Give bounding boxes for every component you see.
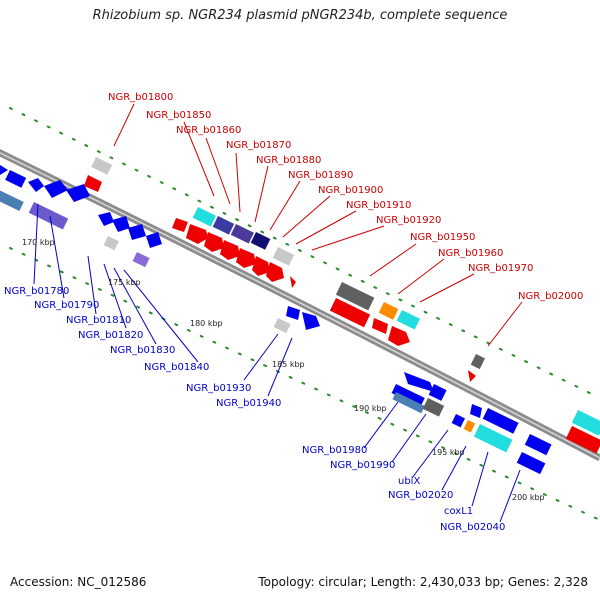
topology-summary: Topology: circular; Length: 2,430,033 bp… <box>258 575 588 589</box>
gene-label[interactable]: NGR_b01790 <box>34 300 99 311</box>
forward-gene-labels: NGR_b01800 NGR_b01850 NGR_b01860 NGR_b01… <box>108 92 583 302</box>
gene-label[interactable]: NGR_b01890 <box>288 170 353 181</box>
reverse-gene-labels: NGR_b01780 NGR_b01790 NGR_b01810 NGR_b01… <box>4 286 505 533</box>
gene-label[interactable]: NGR_b02000 <box>518 291 583 302</box>
scale-label: 175 kbp <box>108 278 141 287</box>
forward-leader-lines <box>113 103 523 347</box>
gene-label[interactable]: NGR_b02040 <box>440 522 505 533</box>
gene-label[interactable]: NGR_b01950 <box>410 232 475 243</box>
scale-labels: 170 kbp 175 kbp 180 kbp 185 kbp 190 kbp … <box>22 238 545 502</box>
gene-label[interactable]: NGR_b01830 <box>110 345 175 356</box>
scale-label: 195 kbp <box>432 448 465 457</box>
gene-label[interactable]: NGR_b01810 <box>66 315 131 326</box>
gene-label[interactable]: NGR_b01780 <box>4 286 69 297</box>
scale-label: 200 kbp <box>512 493 545 502</box>
scale-label: 170 kbp <box>22 238 55 247</box>
gene-label[interactable]: NGR_b01960 <box>438 248 503 259</box>
accession-text: Accession: NC_012586 <box>10 575 147 589</box>
forward-cluster-mid <box>329 281 485 382</box>
scale-label: 190 kbp <box>354 404 387 413</box>
gene-label[interactable]: coxL1 <box>444 506 473 517</box>
guide-lines <box>9 107 600 521</box>
gene-label[interactable]: NGR_b01930 <box>186 383 251 394</box>
reverse-track-a <box>0 165 90 230</box>
gene-label[interactable]: NGR_b01980 <box>302 445 367 456</box>
gene-label[interactable]: NGR_b01920 <box>376 215 441 226</box>
scale-label: 185 kbp <box>272 360 305 369</box>
gene-label[interactable]: NGR_b01970 <box>468 263 533 274</box>
forward-cluster-main <box>84 157 296 288</box>
gene-label[interactable]: NGR_b01860 <box>176 125 241 136</box>
gene-label[interactable]: NGR_b01900 <box>318 185 383 196</box>
gene-label[interactable]: NGR_b02020 <box>388 490 453 501</box>
forward-cluster-right <box>565 410 600 454</box>
gene-label[interactable]: NGR_b01840 <box>144 362 209 373</box>
gene-label[interactable]: NGR_b01850 <box>146 110 211 121</box>
gene-label[interactable]: NGR_b01800 <box>108 92 173 103</box>
gene-label[interactable]: NGR_b01870 <box>226 140 291 151</box>
scale-label: 180 kbp <box>190 319 223 328</box>
gene-label[interactable]: NGR_b01940 <box>216 398 281 409</box>
reverse-cluster-low <box>273 306 552 475</box>
gene-label[interactable]: ubiX <box>398 476 420 487</box>
reverse-leader-lines <box>33 203 521 523</box>
gene-label[interactable]: NGR_b01990 <box>330 460 395 471</box>
gene-label[interactable]: NGR_b01820 <box>78 330 143 341</box>
gene-label[interactable]: NGR_b01880 <box>256 155 321 166</box>
reverse-track-b <box>98 212 162 268</box>
gene-label[interactable]: NGR_b01910 <box>346 200 411 211</box>
map-title: Rhizobium sp. NGR234 plasmid pNGR234b, c… <box>92 8 508 23</box>
